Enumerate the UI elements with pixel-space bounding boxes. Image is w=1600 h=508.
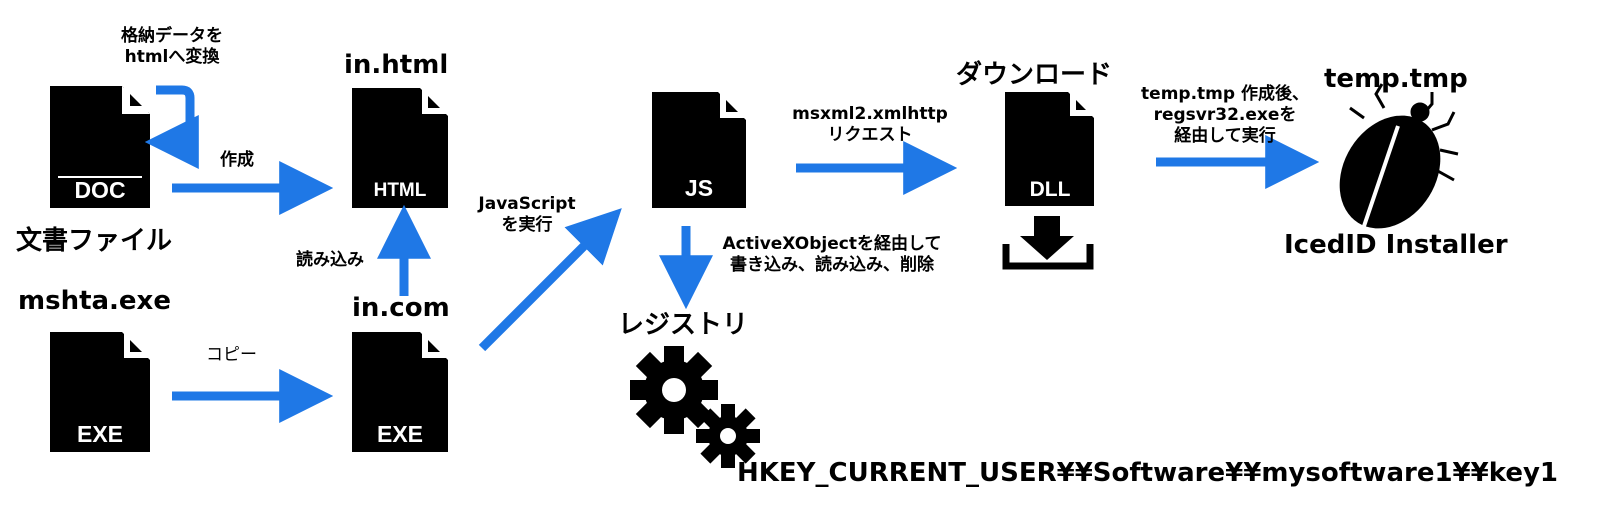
exec-label: temp.tmp 作成後、 regsvr32.exeを 経由して実行 [1130,84,1320,147]
temp-label: temp.tmp [1324,64,1468,94]
copy-label: コピー [206,345,257,365]
dll-badge: DLL [1030,178,1071,201]
mshta-exe-icon: EXE [50,332,150,452]
bug-icon [1339,83,1459,233]
activex-label: ActiveXObjectを経由して 書き込み、読み込み、削除 [700,234,964,276]
exec-label-line2: regsvr32.exeを [1153,105,1297,125]
exec-label-line1: temp.tmp 作成後、 [1141,84,1309,104]
in-com-label: in.com [352,293,450,323]
request-label: msxml2.xmlhttp リクエスト [780,104,960,146]
run-js-label-line1: JavaScript [478,194,576,214]
in-html-label: in.html [344,50,449,80]
icedid-caption: IcedID Installer [1284,230,1508,260]
run-js-arrow [478,208,622,352]
read-label: 読み込み [296,250,364,270]
html-badge: HTML [374,180,427,201]
arrows [144,85,1320,423]
in-com-exe-icon: EXE [352,332,448,452]
convert-loop-arrow [144,85,199,169]
dll-file-icon: DLL [1005,92,1094,206]
create-label: 作成 [220,150,254,170]
mshta-label: mshta.exe [18,286,171,316]
run-js-label: JavaScript を実行 [462,194,592,236]
download-icon [1002,216,1094,270]
doc-badge: DOC [74,177,125,203]
download-label: ダウンロード [956,60,1113,90]
activex-label-line1: ActiveXObjectを経由して [722,234,942,254]
convert-label-line2: htmlへ変換 [124,47,220,67]
doc-file-label: 文書ファイル [16,226,173,256]
gear-icon [630,346,760,468]
html-file-icon: HTML [352,88,448,208]
mshta-badge: EXE [77,421,123,447]
exec-label-line3: 経由して実行 [1174,126,1276,146]
js-file-icon: JS [652,92,746,208]
request-label-line1: msxml2.xmlhttp [792,104,948,124]
convert-label-line1: 格納データを [121,26,223,46]
registry-label: レジストリ [618,310,749,340]
activex-label-line2: 書き込み、読み込み、削除 [730,255,934,275]
request-label-line2: リクエスト [827,125,913,145]
run-js-label-line2: を実行 [501,215,553,235]
js-badge: JS [685,175,713,201]
registry-key-path: HKEY_CURRENT_USER¥¥Software¥¥mysoftware1… [737,458,1558,488]
in-com-badge: EXE [377,421,423,447]
doc-file-icon: DOC [50,86,150,208]
convert-label: 格納データを htmlへ変換 [102,26,242,68]
